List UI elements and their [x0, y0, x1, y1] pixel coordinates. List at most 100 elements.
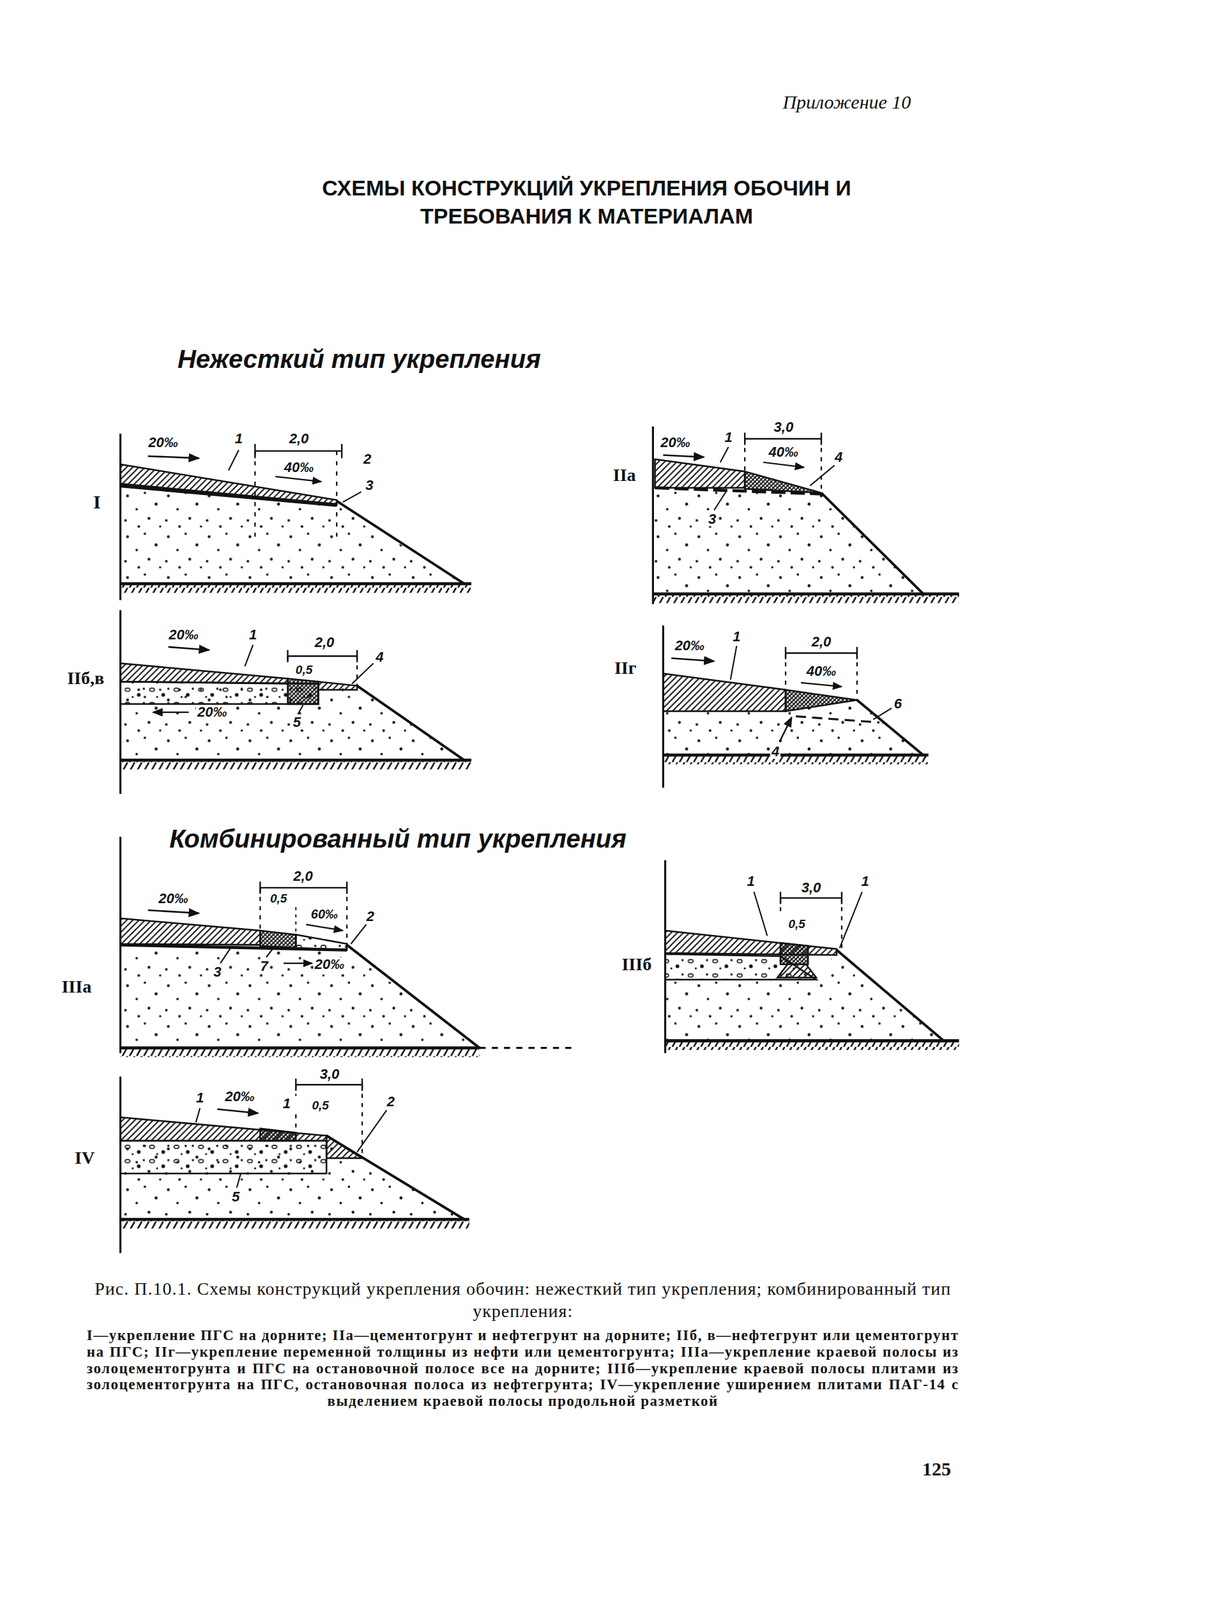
callout-label: 20‰ — [659, 435, 692, 450]
section-iia-part — [744, 471, 822, 494]
callout-label: 1 — [194, 1090, 206, 1105]
callout-label: 2 — [365, 909, 376, 924]
section-iiia-part — [346, 887, 348, 944]
section-iiib-part — [777, 964, 817, 978]
section-iig-part — [662, 673, 786, 711]
callout-label: 20‰ — [157, 891, 190, 906]
section-iibv-part — [244, 645, 253, 667]
callout-label: 0,5 — [786, 917, 806, 930]
section-iiib — [665, 860, 960, 1054]
section-iv-part — [259, 1128, 296, 1141]
section-i-part — [254, 450, 256, 541]
callout-label: 1 — [722, 430, 734, 445]
scheme-number: I — [91, 492, 103, 512]
callout-label: 3 — [212, 965, 223, 980]
section-iiib-part — [836, 949, 944, 1041]
section-iiib-part — [841, 891, 843, 904]
section-iiia-part — [295, 906, 297, 935]
section-iiib-part — [780, 897, 842, 899]
section-iig — [662, 625, 928, 788]
section-iig-part — [779, 717, 792, 742]
callout-label: 20‰ — [313, 957, 346, 972]
section-iig-part — [873, 708, 892, 720]
callout-label: 6 — [892, 696, 904, 711]
callout-label: 40‰ — [805, 664, 838, 679]
section-iiia-part — [283, 962, 313, 964]
section-iibv-part — [287, 678, 319, 704]
callout-label: 0,5 — [310, 1099, 330, 1112]
section-iiia-part — [220, 947, 231, 964]
callout-label: 3 — [707, 512, 718, 527]
section-iv-part — [120, 1220, 470, 1229]
callout-label: 2,0 — [810, 634, 833, 649]
callout-label: 60‰ — [309, 907, 340, 921]
callout-label: 20‰ — [223, 1089, 256, 1104]
callout-label: 2,0 — [291, 869, 315, 884]
section-iiib-part — [779, 891, 782, 904]
section-iibv-part — [120, 761, 472, 770]
callout-label: 1 — [860, 874, 871, 889]
section-heading: Нежесткий тип укрепления — [177, 346, 541, 372]
section-iibv — [120, 609, 472, 794]
section-iv-part — [196, 1108, 200, 1123]
section-iiib-part — [665, 950, 944, 1042]
callout-label: 4 — [770, 744, 781, 759]
callout-label: 5 — [230, 1189, 241, 1204]
section-iv-part — [120, 1117, 327, 1141]
section-i-part — [119, 433, 122, 600]
section-iiia-part — [259, 930, 296, 948]
section-iiia-part — [148, 910, 200, 914]
callout-label: 2 — [385, 1094, 396, 1109]
section-iv-part — [361, 1078, 363, 1091]
section-i-part — [120, 485, 465, 584]
callout-label: 1 — [247, 627, 259, 642]
section-iig-part — [800, 682, 842, 687]
callout-label: 2,0 — [288, 431, 311, 446]
callout-label: 40‰ — [282, 460, 315, 475]
section-iv-part — [236, 1173, 241, 1188]
section-iig-part — [730, 645, 738, 680]
section-iibv-part — [297, 705, 303, 715]
section-iiia-part — [259, 881, 261, 894]
section-iia-part — [744, 432, 746, 445]
callout-label: 4 — [374, 650, 385, 665]
section-iiia-part — [346, 944, 480, 1048]
section-iia-part — [809, 465, 835, 487]
section-iibv-part — [356, 650, 358, 663]
section-iibv-part — [286, 650, 289, 663]
callout-label: 20‰ — [167, 627, 200, 642]
section-iibv-part — [287, 655, 358, 657]
section-iiia — [120, 836, 572, 1057]
callout-label: 3 — [364, 478, 375, 493]
section-iiia-part — [119, 836, 122, 1054]
section-iiia-part — [346, 881, 348, 894]
callout-label: 4 — [833, 450, 844, 465]
section-iiia-part — [259, 887, 347, 889]
section-iibv-part — [318, 681, 358, 690]
section-iia — [652, 426, 959, 605]
callout-label: 20‰ — [673, 638, 706, 653]
section-iiia-part — [351, 924, 367, 944]
callout-label: 1 — [731, 629, 742, 644]
section-iv-part — [120, 1140, 465, 1220]
callout-label: 1 — [233, 431, 244, 446]
section-iiib-part — [665, 930, 837, 955]
section-iibv-part — [168, 646, 210, 651]
section-iiia-part — [479, 1046, 572, 1049]
scheme-number: IIа — [611, 466, 638, 485]
section-iibv-part — [153, 711, 190, 713]
section-iv-part — [217, 1109, 259, 1114]
section-iiia-part — [120, 944, 480, 1048]
section-i-part — [341, 443, 343, 458]
section-iv-part — [295, 1083, 363, 1086]
section-i-part — [335, 450, 338, 541]
section-iia-part — [821, 493, 924, 594]
section-iiia-part — [120, 944, 348, 950]
section-iig-part — [856, 646, 858, 660]
section-iig-part — [857, 699, 924, 755]
callout-label: 20‰ — [196, 705, 229, 720]
section-iig-part — [662, 756, 928, 765]
section-i — [120, 433, 472, 600]
callout-label: 5 — [291, 715, 303, 730]
